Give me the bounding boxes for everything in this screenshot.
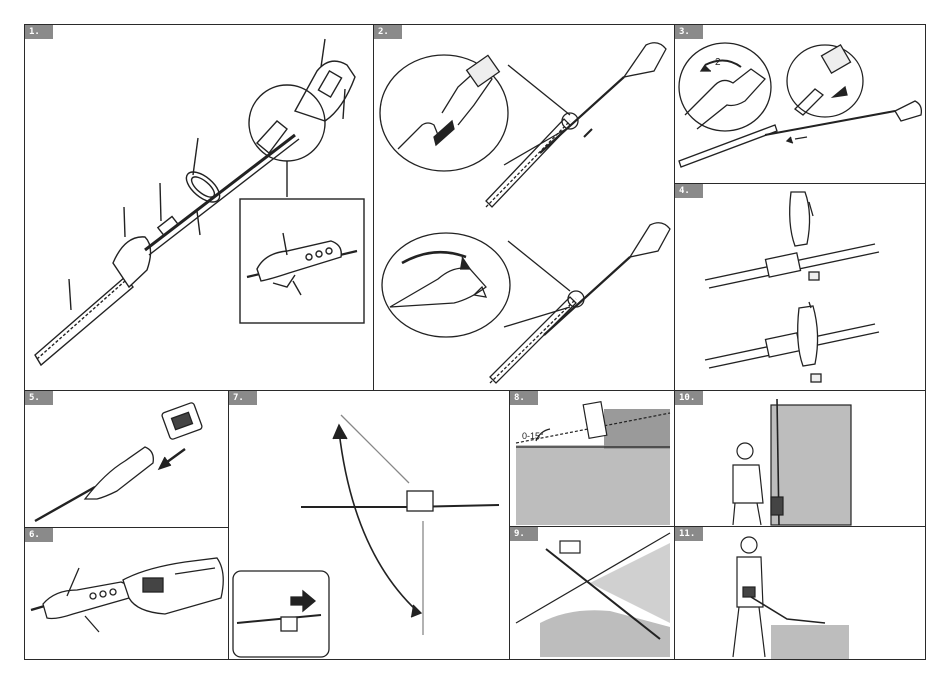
- panel-8-cutting-angle: 8. 0-15°: [509, 390, 675, 527]
- panel-10-side-trimming: 10.: [674, 390, 926, 527]
- panel-4-guard-mounting: 4.: [674, 183, 926, 391]
- panel-6-handle-switch: 6.: [24, 527, 229, 660]
- cutting-angle-drawing: [510, 391, 675, 527]
- low-trimming-drawing: [675, 527, 926, 660]
- angle-annotation: 0-15°: [522, 431, 544, 441]
- locking-sleeve-drawing: 2: [675, 25, 926, 184]
- panel-5-battery-insert: 5.: [24, 390, 229, 528]
- panel-7-head-adjustment: 7.: [228, 390, 510, 660]
- head-adjustment-drawing: [229, 391, 510, 660]
- top-trimming-drawing: [510, 527, 675, 660]
- panel-11-low-trimming: 11.: [674, 526, 926, 660]
- side-trimming-drawing: [675, 391, 926, 527]
- panel-1-overview: 1.: [24, 24, 374, 391]
- battery-insert-drawing: [25, 391, 229, 528]
- panel-3-locking: 3. 2: [674, 24, 926, 184]
- handle-switch-drawing: [25, 528, 229, 660]
- shaft-connection-drawing: [374, 25, 675, 391]
- hedge-trimmer-overview-drawing: [25, 25, 374, 391]
- guard-mounting-drawing: [675, 184, 926, 391]
- panel-2-assembly: 2.: [373, 24, 675, 391]
- panel-9-top-trimming: 9.: [509, 526, 675, 660]
- step-number-label: 2: [715, 57, 721, 68]
